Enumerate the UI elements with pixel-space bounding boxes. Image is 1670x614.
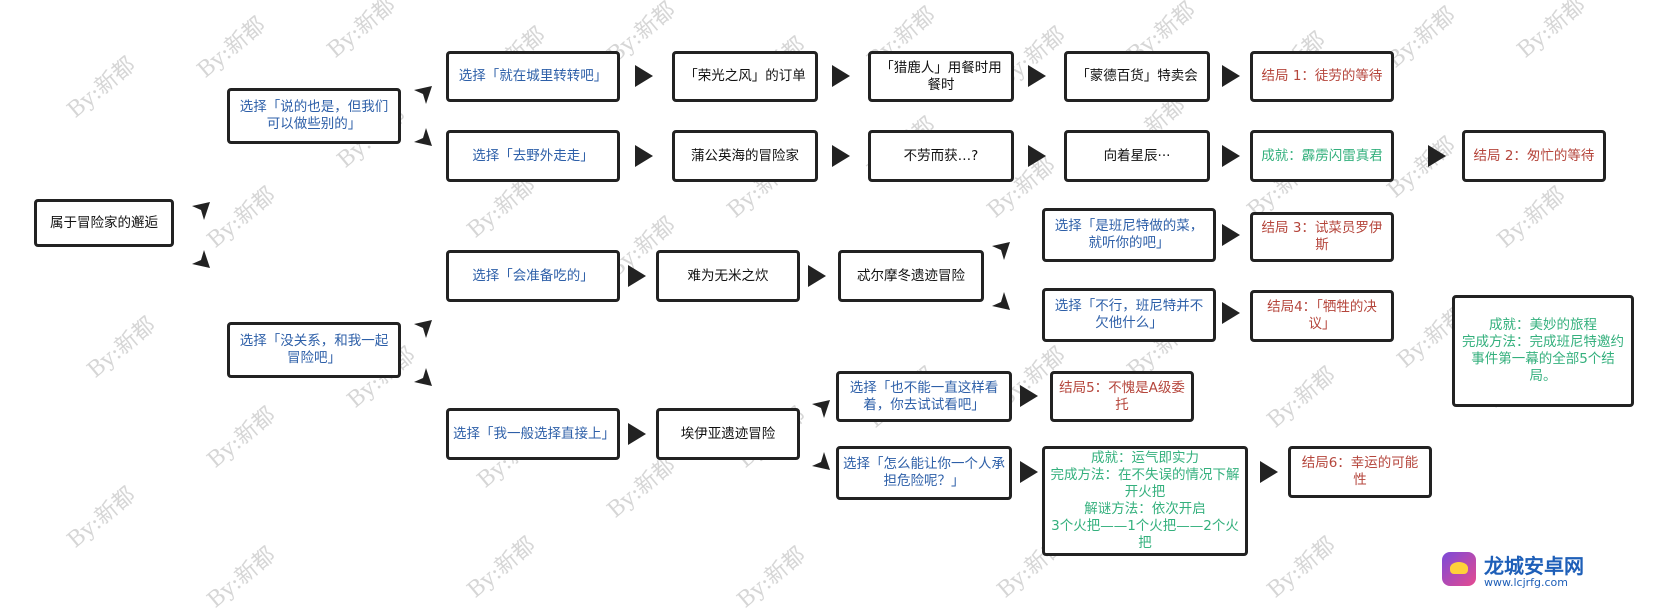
arrow-right — [832, 65, 850, 87]
node-ach-journey: 成就：美妙的旅程 完成方法：完成班尼特邀约事件第一幕的全部5个结局。 — [1452, 295, 1634, 407]
logo-icon — [1442, 552, 1476, 586]
node-ending6: 结局6：幸运的可能性 — [1288, 446, 1432, 498]
arrow-up-right — [990, 240, 1012, 262]
node-ach-luck: 成就：运气即实力 完成方法：在不失误的情况下解开火把 解谜方法：依次开启 3个火… — [1042, 446, 1248, 556]
node-ending5: 结局5：不愧是A级委托 — [1050, 371, 1194, 422]
watermark-text: By:新都 — [322, 0, 401, 64]
arrow-down-right — [810, 450, 832, 472]
watermark-text: By:新都 — [82, 312, 161, 384]
arrow-right — [1428, 145, 1446, 167]
watermark-text: By:新都 — [732, 542, 811, 614]
node-choice-food: 选择「会准备吃的」 — [446, 250, 620, 302]
node-ending4: 结局4：「牺牲的决议」 — [1250, 290, 1394, 342]
arrow-right — [1260, 461, 1278, 483]
node-ruins: 埃伊亚遗迹冒险 — [656, 408, 800, 460]
node-ending2: 结局 2：匆忙的等待 — [1462, 130, 1606, 182]
arrow-right — [1222, 145, 1240, 167]
arrow-right — [1222, 65, 1240, 87]
watermark-text: By:新都 — [62, 52, 141, 124]
node-choice-city: 选择「就在城里转转吧」 — [446, 51, 620, 102]
ach-journey-title: 成就：美妙的旅程 — [1489, 317, 1597, 333]
arrow-up-right — [190, 200, 212, 222]
node-choice-wild: 选择「去野外走走」 — [446, 130, 620, 182]
watermark-text: By:新都 — [202, 542, 281, 614]
node-choice-a: 选择「说的也是，但我们可以做些别的」 — [227, 88, 401, 144]
ach-luck-order: 3个火把——1个火把——2个火把 — [1051, 518, 1239, 551]
node-ending1: 结局 1：徒劳的等待 — [1250, 51, 1394, 102]
ach-journey-method: 完成方法：完成班尼特邀约事件第一幕的全部5个结局。 — [1462, 334, 1624, 384]
node-choice-direct: 选择「我一般选择直接上」 — [446, 408, 620, 460]
watermark-text: By:新都 — [1262, 362, 1341, 434]
arrow-right — [1222, 224, 1240, 246]
arrow-right — [635, 145, 653, 167]
node-choice-risk: 选择「怎么能让你一个人承担危险呢？」 — [836, 446, 1012, 500]
arrow-right — [628, 265, 646, 287]
watermark-text: By:新都 — [1262, 532, 1341, 604]
watermark-text: By:新都 — [1512, 0, 1591, 64]
watermark-text: By:新都 — [462, 532, 541, 604]
logo-name: 龙城安卓网 — [1484, 554, 1584, 578]
arrow-right — [1028, 145, 1046, 167]
arrow-up-right — [810, 398, 832, 420]
node-glory-wind: 「荣光之风」的订单 — [672, 51, 818, 102]
node-no-rice: 难为无米之炊 — [656, 250, 800, 302]
arrow-right — [832, 145, 850, 167]
node-choice-bennett-no: 选择「不行，班尼特并不欠他什么」 — [1042, 288, 1216, 342]
node-ending3: 结局 3：试菜员罗伊斯 — [1250, 212, 1394, 262]
diagram-canvas: By:新都 By:新都 By:新都 By:新都 By:新都 By:新都 By:新都 By:新都… — [34, 0, 1662, 613]
arrow-up-right — [412, 84, 434, 106]
watermark-text: By:新都 — [1492, 182, 1571, 254]
arrow-down-right — [190, 248, 212, 270]
arrow-right — [628, 423, 646, 445]
ach-luck-method: 完成方法：在不失误的情况下解开火把 — [1050, 467, 1240, 500]
watermark-text: By:新都 — [62, 482, 141, 554]
site-logo: 龙城安卓网 www.lcjrfg.com — [1442, 548, 1662, 592]
ach-luck-puzzle: 解谜方法：依次开启 — [1084, 501, 1206, 517]
node-start: 属于冒险家的邂逅 — [34, 199, 174, 247]
node-hunter: 「猎鹿人」用餐时用餐时 — [868, 51, 1014, 102]
arrow-right — [1020, 385, 1038, 407]
arrow-down-right — [990, 290, 1012, 312]
node-ach-thunder: 成就：霹雳闪雷真君 — [1250, 130, 1394, 182]
watermark-text: By:新都 — [202, 402, 281, 474]
arrow-down-right — [412, 126, 434, 148]
arrow-right — [1222, 302, 1240, 324]
node-dandelion: 蒲公英海的冒险家 — [672, 130, 818, 182]
node-no-pain: 不劳而获…? — [868, 130, 1014, 182]
node-choice-try: 选择「也不能一直这样看着，你去试试看吧」 — [836, 371, 1012, 422]
node-choice-bennett-yes: 选择「是班尼特做的菜，就听你的吧」 — [1042, 208, 1216, 262]
node-mondstadt: 「蒙德百货」特卖会 — [1064, 51, 1210, 102]
arrow-right — [635, 65, 653, 87]
node-choice-b: 选择「没关系，和我一起冒险吧」 — [227, 322, 401, 378]
ach-luck-title: 成就：运气即实力 — [1091, 450, 1199, 466]
node-stars: 向着星辰··· — [1064, 130, 1210, 182]
logo-url: www.lcjrfg.com — [1484, 576, 1569, 589]
watermark-text: By:新都 — [192, 12, 271, 84]
node-dadaupa: 忒尔摩冬遗迹冒险 — [838, 250, 984, 302]
arrow-down-right — [412, 366, 434, 388]
arrow-right — [1020, 461, 1038, 483]
arrow-right — [1028, 65, 1046, 87]
arrow-right — [808, 265, 826, 287]
arrow-up-right — [412, 318, 434, 340]
